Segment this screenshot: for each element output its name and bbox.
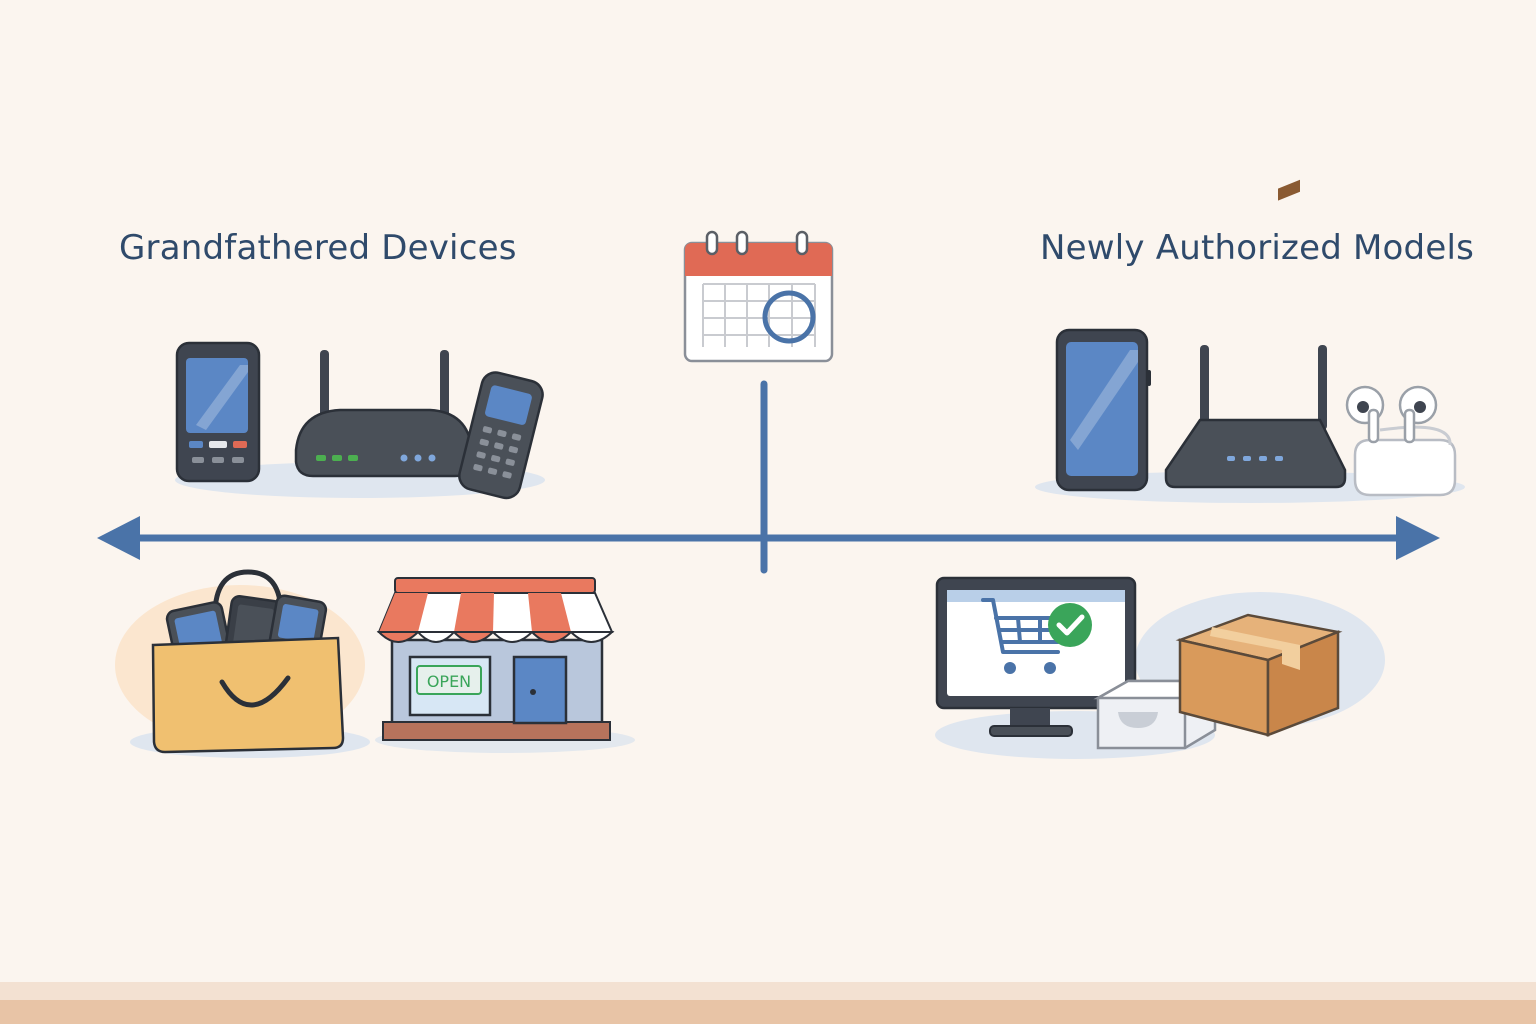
grandfathered-devices-heading: Grandfathered Devices: [119, 228, 517, 268]
cordless-phone-icon: [458, 371, 544, 500]
smartphone-icon: [175, 341, 261, 483]
timeline-axis: [97, 380, 1440, 574]
newly-authorized-models-heading: Newly Authorized Models: [1040, 228, 1474, 268]
store-open-sign: OPEN: [427, 672, 471, 691]
tablet-icon: [1055, 328, 1151, 492]
earbuds-icon: [1345, 385, 1457, 497]
storefront-icon: OPEN: [376, 577, 615, 741]
cardboard-box-icon: [1175, 179, 1343, 737]
floor-strip: [0, 982, 1536, 1024]
router-icon-new: [1164, 345, 1347, 489]
router-icon: [294, 350, 474, 478]
computer-cart-icon: [935, 576, 1137, 737]
checkmark-icon: [1048, 603, 1092, 647]
calendar-icon: [683, 230, 834, 363]
shopping-bag-icon: [151, 569, 345, 754]
